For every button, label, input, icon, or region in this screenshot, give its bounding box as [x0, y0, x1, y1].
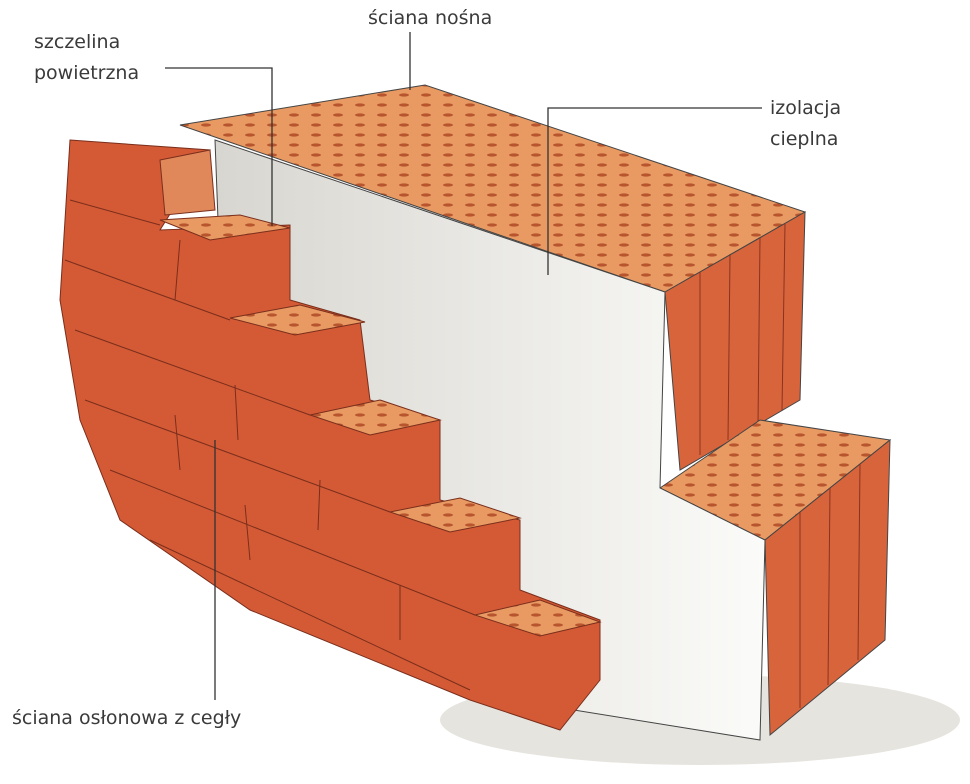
facing-brick-wall: [59, 139, 602, 731]
label-air-gap-line1: szczelina: [34, 31, 121, 53]
label-insulation-line1: izolacja: [770, 97, 842, 119]
label-facing-wall: ściana osłonowa z cegły: [12, 707, 242, 729]
bearing-wall-lower-side: [764, 438, 891, 737]
label-air-gap-line2: powietrzna: [34, 62, 140, 84]
leader-line-insulation: [547, 107, 762, 275]
leader-line-air-gap: [165, 67, 273, 226]
label-air-gap: szczelina powietrzna: [34, 27, 139, 89]
label-insulation-line2: cieplna: [770, 128, 839, 150]
label-load-bearing-wall: ściana nośna: [368, 7, 493, 29]
label-insulation: izolacja cieplna: [770, 93, 841, 155]
